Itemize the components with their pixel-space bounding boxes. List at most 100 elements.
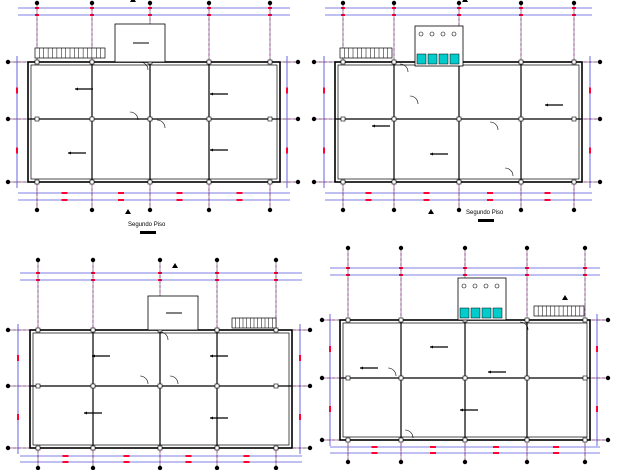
structural-column <box>90 327 96 333</box>
room-arrow <box>460 408 463 412</box>
grid-bubble <box>597 116 603 122</box>
dimension-mark <box>62 455 69 457</box>
dimension-mark <box>553 452 559 454</box>
dimension-mark <box>185 461 192 463</box>
plans-layer <box>5 0 611 470</box>
structural-column <box>273 445 279 451</box>
structural-column <box>340 179 346 185</box>
structural-column <box>582 375 588 381</box>
outer-wall <box>27 61 281 183</box>
toilet-fixture <box>429 31 435 37</box>
dimension-mark <box>176 199 183 201</box>
dimension-mark <box>243 461 250 463</box>
grid-bubble <box>5 327 11 333</box>
structural-column <box>89 179 95 185</box>
grid-bubble <box>5 179 11 185</box>
structural-column <box>157 383 163 389</box>
grid-bubble <box>273 257 279 263</box>
room-arrow <box>430 345 433 349</box>
room-arrow <box>75 87 78 91</box>
structural-column <box>273 327 279 333</box>
door-swing <box>399 63 409 73</box>
structural-column <box>35 327 41 333</box>
door-swing <box>139 61 149 71</box>
room-arrow <box>210 148 213 152</box>
plan-caption-tag-top-right <box>478 219 494 222</box>
toilet-fixture <box>483 283 489 289</box>
dimension-mark <box>286 147 288 154</box>
dimension-mark <box>16 87 18 94</box>
dimension-mark <box>589 87 591 94</box>
grid-bubble <box>307 327 313 333</box>
toilet-fixture <box>472 283 478 289</box>
grid-bubble <box>524 459 530 465</box>
structural-column <box>398 317 404 323</box>
section-marker <box>562 295 568 300</box>
toilet-fixture <box>418 31 424 37</box>
structural-column <box>345 437 351 443</box>
plan-caption-top-right: Segundo Piso <box>466 210 504 216</box>
dimension-mark <box>299 355 301 361</box>
grid-bubble <box>89 207 95 213</box>
structural-column <box>456 179 462 185</box>
structural-column <box>89 59 95 65</box>
grid-bubble <box>267 0 273 6</box>
structural-column <box>571 116 577 122</box>
dimension-mark <box>236 192 243 194</box>
room-arrow <box>68 151 71 155</box>
bath-fixture <box>427 53 438 65</box>
grid-bubble <box>5 59 11 65</box>
grid-bubble <box>518 0 524 6</box>
room-arrow <box>210 92 213 96</box>
grid-bubble <box>307 445 313 451</box>
grid-bubble <box>34 0 40 6</box>
grid-bubble <box>319 437 325 443</box>
dimension-mark <box>299 414 301 420</box>
structural-column <box>90 383 96 389</box>
door-swing <box>404 429 414 439</box>
structural-column <box>206 59 212 65</box>
grid-bubble <box>295 179 301 185</box>
door-swing <box>489 121 499 131</box>
plan-caption-top-left: Segundo Piso <box>128 222 166 228</box>
dimension-mark <box>17 355 19 361</box>
bath-fixture <box>459 307 470 319</box>
grid-bubble <box>206 0 212 6</box>
section-marker <box>125 209 131 214</box>
grid-bubble <box>90 257 96 263</box>
structural-column <box>340 116 346 122</box>
section-marker <box>428 209 434 214</box>
grid-bubble <box>398 245 404 251</box>
grid-bubble <box>311 179 317 185</box>
structural-column <box>571 59 577 65</box>
grid-bubble <box>582 245 588 251</box>
grid-bubble <box>456 0 462 6</box>
dimension-mark <box>423 199 430 201</box>
structural-column <box>456 116 462 122</box>
grid-bubble <box>89 0 95 6</box>
structural-column <box>34 59 40 65</box>
dimension-mark <box>365 199 372 201</box>
bath-fixture <box>481 307 492 319</box>
structural-column <box>391 179 397 185</box>
room-arrow <box>488 370 491 374</box>
structural-column <box>398 375 404 381</box>
structural-column <box>273 383 279 389</box>
room-arrow <box>545 103 548 107</box>
room-arrow <box>84 411 87 415</box>
grid-bubble <box>391 0 397 6</box>
structural-column <box>267 179 273 185</box>
structural-column <box>345 317 351 323</box>
structural-column <box>214 327 220 333</box>
room-arrow <box>210 416 213 420</box>
grid-bubble <box>597 179 603 185</box>
dimension-mark <box>61 192 68 194</box>
door-swing <box>504 167 514 177</box>
grid-bubble <box>391 207 397 213</box>
grid-bubble <box>398 459 404 465</box>
structural-column <box>524 375 530 381</box>
dimension-mark <box>544 192 551 194</box>
structural-column <box>524 437 530 443</box>
grid-bubble <box>571 0 577 6</box>
grid-bubble <box>90 465 96 470</box>
